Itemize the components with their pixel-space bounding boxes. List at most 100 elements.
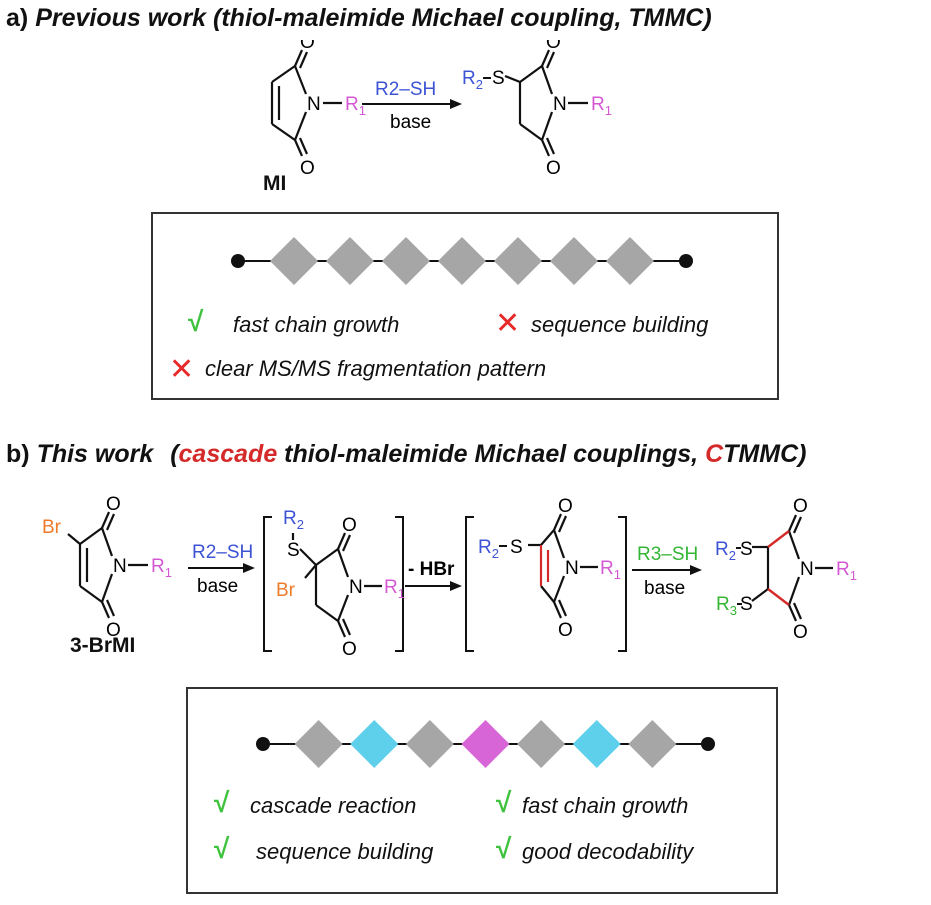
atom-br: Br bbox=[42, 517, 62, 538]
reagent-r2sh: R2–SH bbox=[375, 79, 436, 100]
monomer-diamond bbox=[550, 237, 598, 285]
heading-a-label: a) bbox=[6, 4, 29, 32]
monomer-diamond bbox=[438, 237, 486, 285]
atom-o: O bbox=[546, 158, 561, 179]
check-icon: √ bbox=[496, 833, 512, 864]
feature-cascade-reaction: cascade reaction bbox=[250, 793, 417, 818]
r2-subscript: 2 bbox=[729, 548, 736, 563]
monomer-diamond bbox=[494, 237, 542, 285]
monomer-diamond bbox=[461, 720, 510, 768]
heading-a-text: Previous work (thiol-maleimide Michael c… bbox=[35, 4, 712, 32]
chain-end-dot bbox=[256, 737, 270, 751]
monomer-diamond bbox=[382, 237, 430, 285]
r2-subscript: 2 bbox=[297, 517, 304, 532]
heading-b-pre: This work bbox=[36, 440, 154, 468]
r-symbol: R bbox=[478, 537, 492, 558]
r3-group: R3 bbox=[716, 594, 737, 618]
monomer-diamond bbox=[270, 237, 318, 285]
check-icon: √ bbox=[188, 306, 204, 337]
atom-n: N bbox=[349, 577, 363, 598]
atom-n: N bbox=[113, 556, 127, 577]
polymer-chain-b bbox=[256, 720, 715, 768]
atom-s: S bbox=[492, 68, 505, 89]
red-bond bbox=[767, 530, 790, 548]
r1-group: R1 bbox=[384, 577, 405, 601]
r-symbol: R bbox=[591, 94, 605, 115]
check-icon: √ bbox=[496, 787, 512, 818]
monomer-diamond bbox=[326, 237, 374, 285]
atom-n: N bbox=[553, 94, 567, 115]
monomer-diamond bbox=[294, 720, 343, 768]
r1-subscript: 1 bbox=[850, 568, 857, 583]
atom-s: S bbox=[740, 594, 753, 615]
r1-subscript: 1 bbox=[398, 586, 405, 601]
r-symbol: R bbox=[345, 94, 359, 115]
arrowhead-icon bbox=[243, 563, 255, 573]
scheme-a: O O N R1 R2–SH base R2 S O O N R1 bbox=[270, 40, 612, 179]
atom-o: O bbox=[558, 496, 573, 517]
atom-n: N bbox=[307, 94, 321, 115]
atom-o: O bbox=[558, 620, 573, 641]
atom-n: N bbox=[565, 558, 579, 579]
arrowhead-icon bbox=[450, 581, 462, 591]
r1-group: R1 bbox=[591, 94, 612, 118]
reagent-r3sh: R3–SH bbox=[637, 544, 698, 565]
heading-b-c: C bbox=[705, 440, 724, 468]
condition-base: base bbox=[197, 576, 238, 597]
check-icon: √ bbox=[214, 833, 230, 864]
heading-b-open: ( bbox=[170, 440, 179, 468]
polymer-chain-a bbox=[231, 237, 693, 285]
chain-end-dot bbox=[679, 254, 693, 268]
features-box-b: √ cascade reaction √ fast chain growth √… bbox=[186, 687, 778, 894]
atom-o: O bbox=[342, 515, 357, 536]
condition-base: base bbox=[644, 578, 685, 599]
monomer-label-3brmi: 3-BrMI bbox=[70, 634, 136, 657]
maleimide-mi-bonds bbox=[270, 49, 342, 157]
r1-subscript: 1 bbox=[605, 103, 612, 118]
heading-b-tmmc: TMMC bbox=[723, 440, 799, 468]
atom-o: O bbox=[106, 495, 121, 515]
bracket-left-icon bbox=[465, 516, 474, 652]
product-b-bonds bbox=[751, 514, 833, 622]
monomer-label-mi: MI bbox=[263, 172, 287, 195]
feature-sequence-building: sequence building bbox=[531, 312, 709, 337]
atom-o: O bbox=[300, 40, 315, 53]
arrowhead-icon bbox=[690, 565, 702, 575]
r1-group: R1 bbox=[836, 559, 857, 583]
r2-group: R2 bbox=[283, 508, 304, 532]
r-symbol: R bbox=[462, 68, 476, 89]
features-box-a: √ fast chain growth ✕ sequence building … bbox=[151, 212, 779, 400]
r1-subscript: 1 bbox=[614, 567, 621, 582]
atom-o: O bbox=[793, 622, 808, 643]
red-bond bbox=[767, 588, 790, 606]
atom-o: O bbox=[793, 496, 808, 517]
atom-o: O bbox=[342, 639, 357, 660]
bracket-left-icon bbox=[263, 516, 272, 652]
atom-o: O bbox=[106, 620, 121, 641]
cross-icon: ✕ bbox=[169, 353, 195, 386]
bracket-right-icon bbox=[395, 516, 404, 652]
feature-fast-chain-growth: fast chain growth bbox=[233, 312, 400, 337]
r-symbol: R bbox=[715, 539, 729, 560]
chain-a-group bbox=[231, 237, 693, 285]
monomer-diamond bbox=[517, 720, 566, 768]
r-symbol: R bbox=[600, 558, 614, 579]
intermediate-2-bonds bbox=[528, 513, 598, 619]
heading-a: a) Previous work (thiol-maleimide Michae… bbox=[6, 4, 712, 33]
r-symbol: R bbox=[283, 508, 297, 529]
heading-b: b) This work (cascade thiol-maleimide Mi… bbox=[6, 440, 806, 469]
chain-end-dot bbox=[701, 737, 715, 751]
atom-o: O bbox=[300, 158, 315, 179]
bracket-right-icon bbox=[618, 516, 627, 652]
atom-o: O bbox=[546, 40, 561, 53]
r2-group: R2 bbox=[478, 537, 499, 561]
feature-fast-chain-growth: fast chain growth bbox=[522, 793, 689, 818]
product-a-bonds bbox=[504, 49, 588, 157]
condition-base: base bbox=[390, 112, 431, 133]
heading-b-close: ) bbox=[798, 440, 807, 468]
intermediate-1-bonds bbox=[291, 532, 382, 638]
heading-b-cascade: cascade bbox=[178, 440, 278, 468]
monomer-diamond bbox=[606, 237, 654, 285]
scheme-b: Br O O N R1 R2–SH base R2 S Br O O N R1 … bbox=[42, 495, 857, 660]
r3-subscript: 3 bbox=[730, 603, 737, 618]
